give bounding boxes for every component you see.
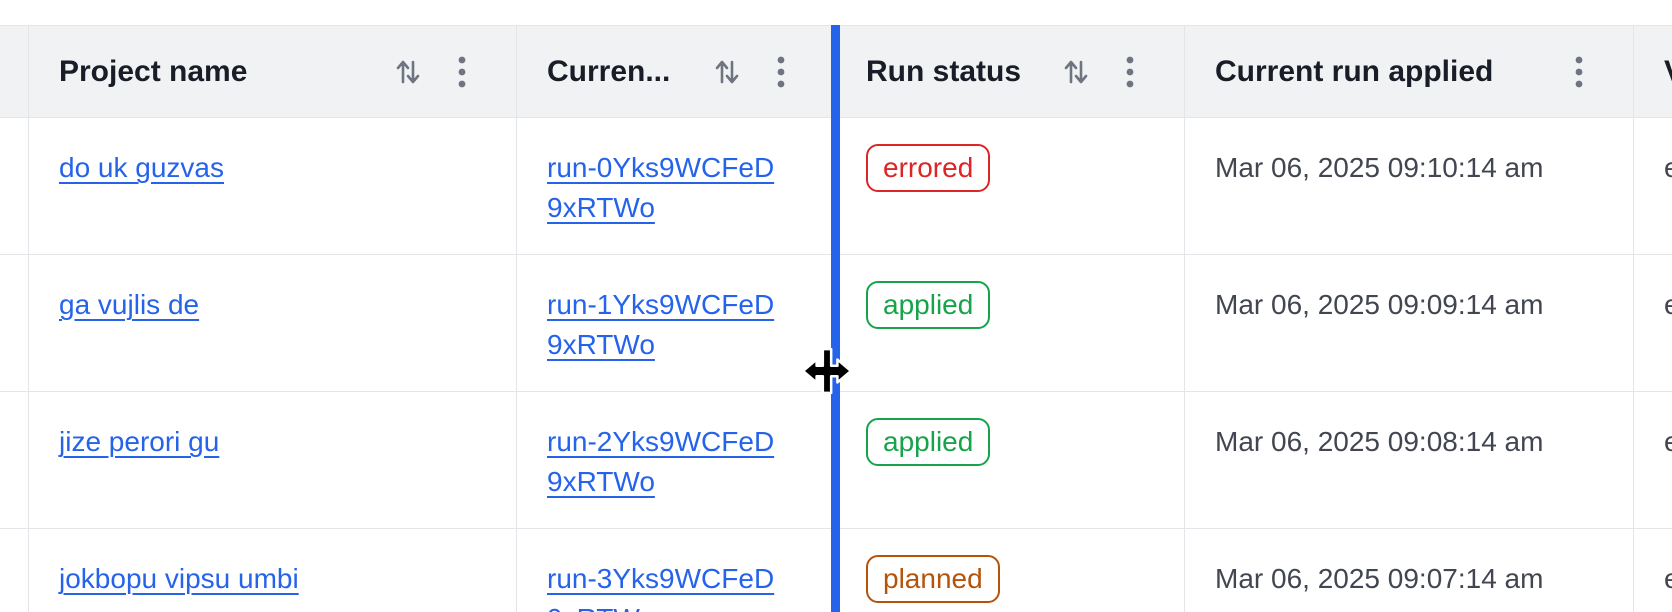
status-badge: planned: [866, 555, 1000, 603]
column-header-current-run-applied[interactable]: Current run applied: [1185, 26, 1634, 118]
kebab-menu-icon: [1575, 56, 1583, 87]
run-id-line1: run-0Yks9WCFeD: [547, 152, 775, 183]
project-name-cell: ga vujlis de: [29, 255, 517, 392]
run-id-line1: run-1Yks9WCFeD: [547, 289, 775, 320]
truncated-value: e: [1664, 426, 1672, 457]
sort-button-run-status[interactable]: [1064, 57, 1088, 87]
status-badge: applied: [866, 418, 991, 466]
kebab-menu-icon: [458, 56, 466, 87]
project-name-cell: jize perori gu: [29, 392, 517, 529]
project-link[interactable]: jokbopu vipsu umbi: [59, 563, 299, 594]
column-header-project-name[interactable]: Project name: [29, 26, 517, 118]
column-label-current-run-applied: Current run applied: [1215, 54, 1494, 88]
column-label-run-status: Run status: [866, 54, 1022, 88]
project-link[interactable]: ga vujlis de: [59, 289, 200, 320]
current-run-cell: run-1Yks9WCFeD 9xRTWo: [517, 255, 836, 392]
column-header-current-run[interactable]: Curren...: [517, 26, 836, 118]
run-id-line2: 9xRTWo: [547, 466, 655, 497]
run-id-line1: run-2Yks9WCFeD: [547, 426, 775, 457]
run-id-line2: 9xRTWo: [547, 599, 815, 612]
column-resize-indicator[interactable]: [831, 25, 840, 612]
current-run-cell: run-0Yks9WCFeD 9xRTWo: [517, 118, 836, 255]
current-run-applied-cell: Mar 06, 2025 09:09:14 am: [1185, 255, 1634, 392]
truncated-cell: e: [1634, 529, 1672, 612]
project-link[interactable]: jize perori gu: [59, 426, 220, 457]
sort-button-current-run[interactable]: [715, 57, 739, 87]
run-status-cell: applied: [836, 255, 1185, 392]
run-status-cell: planned: [836, 529, 1185, 612]
row-stub-cell: [0, 392, 29, 529]
row-stub-cell: [0, 255, 29, 392]
column-menu-button-project-name[interactable]: [458, 55, 466, 89]
truncated-cell: e: [1634, 118, 1672, 255]
status-badge: errored: [866, 144, 991, 192]
run-link[interactable]: run-2Yks9WCFeD 9xRTWo: [547, 422, 815, 502]
column-label-truncated: V: [1664, 55, 1672, 89]
applied-timestamp: Mar 06, 2025 09:10:14 am: [1215, 152, 1544, 183]
truncated-value: e: [1664, 152, 1672, 183]
current-run-applied-cell: Mar 06, 2025 09:10:14 am: [1185, 118, 1634, 255]
project-name-cell: do uk guzvas: [29, 118, 517, 255]
truncated-value: e: [1664, 289, 1672, 320]
run-id-line1: run-3Yks9WCFeD: [547, 563, 775, 594]
column-menu-button-current-run-applied[interactable]: [1575, 55, 1583, 89]
applied-timestamp: Mar 06, 2025 09:07:14 am: [1215, 563, 1544, 594]
current-run-cell: run-2Yks9WCFeD 9xRTWo: [517, 392, 836, 529]
current-run-applied-cell: Mar 06, 2025 09:07:14 am: [1185, 529, 1634, 612]
sort-arrows-icon: [1064, 60, 1088, 83]
column-label-current-run: Curren...: [547, 54, 671, 88]
truncated-value: e: [1664, 563, 1672, 594]
applied-timestamp: Mar 06, 2025 09:09:14 am: [1215, 289, 1544, 320]
kebab-menu-icon: [1126, 56, 1134, 87]
header-stub-cell: [0, 26, 29, 118]
truncated-cell: e: [1634, 392, 1672, 529]
applied-timestamp: Mar 06, 2025 09:08:14 am: [1215, 426, 1544, 457]
row-stub-cell: [0, 118, 29, 255]
run-id-line2: 9xRTWo: [547, 192, 655, 223]
current-run-applied-cell: Mar 06, 2025 09:08:14 am: [1185, 392, 1634, 529]
row-stub-cell: [0, 529, 29, 612]
sort-button-project-name[interactable]: [396, 57, 420, 87]
run-status-cell: errored: [836, 118, 1185, 255]
run-link[interactable]: run-3Yks9WCFeD 9xRTWo: [547, 559, 815, 612]
sort-arrows-icon: [396, 60, 420, 83]
status-badge: applied: [866, 281, 991, 329]
column-header-truncated[interactable]: V: [1634, 26, 1672, 118]
column-menu-button-current-run[interactable]: [777, 55, 785, 89]
kebab-menu-icon: [777, 56, 785, 87]
project-name-cell: jokbopu vipsu umbi: [29, 529, 517, 612]
current-run-cell: run-3Yks9WCFeD 9xRTWo: [517, 529, 836, 612]
run-link[interactable]: run-1Yks9WCFeD 9xRTWo: [547, 285, 815, 365]
run-status-cell: applied: [836, 392, 1185, 529]
sort-arrows-icon: [715, 60, 739, 83]
truncated-cell: e: [1634, 255, 1672, 392]
project-link[interactable]: do uk guzvas: [59, 152, 224, 183]
run-link[interactable]: run-0Yks9WCFeD 9xRTWo: [547, 148, 815, 228]
column-menu-button-run-status[interactable]: [1126, 55, 1134, 89]
run-id-line2: 9xRTWo: [547, 329, 655, 360]
column-header-run-status[interactable]: Run status: [836, 26, 1185, 118]
column-label-project-name: Project name: [59, 54, 248, 88]
